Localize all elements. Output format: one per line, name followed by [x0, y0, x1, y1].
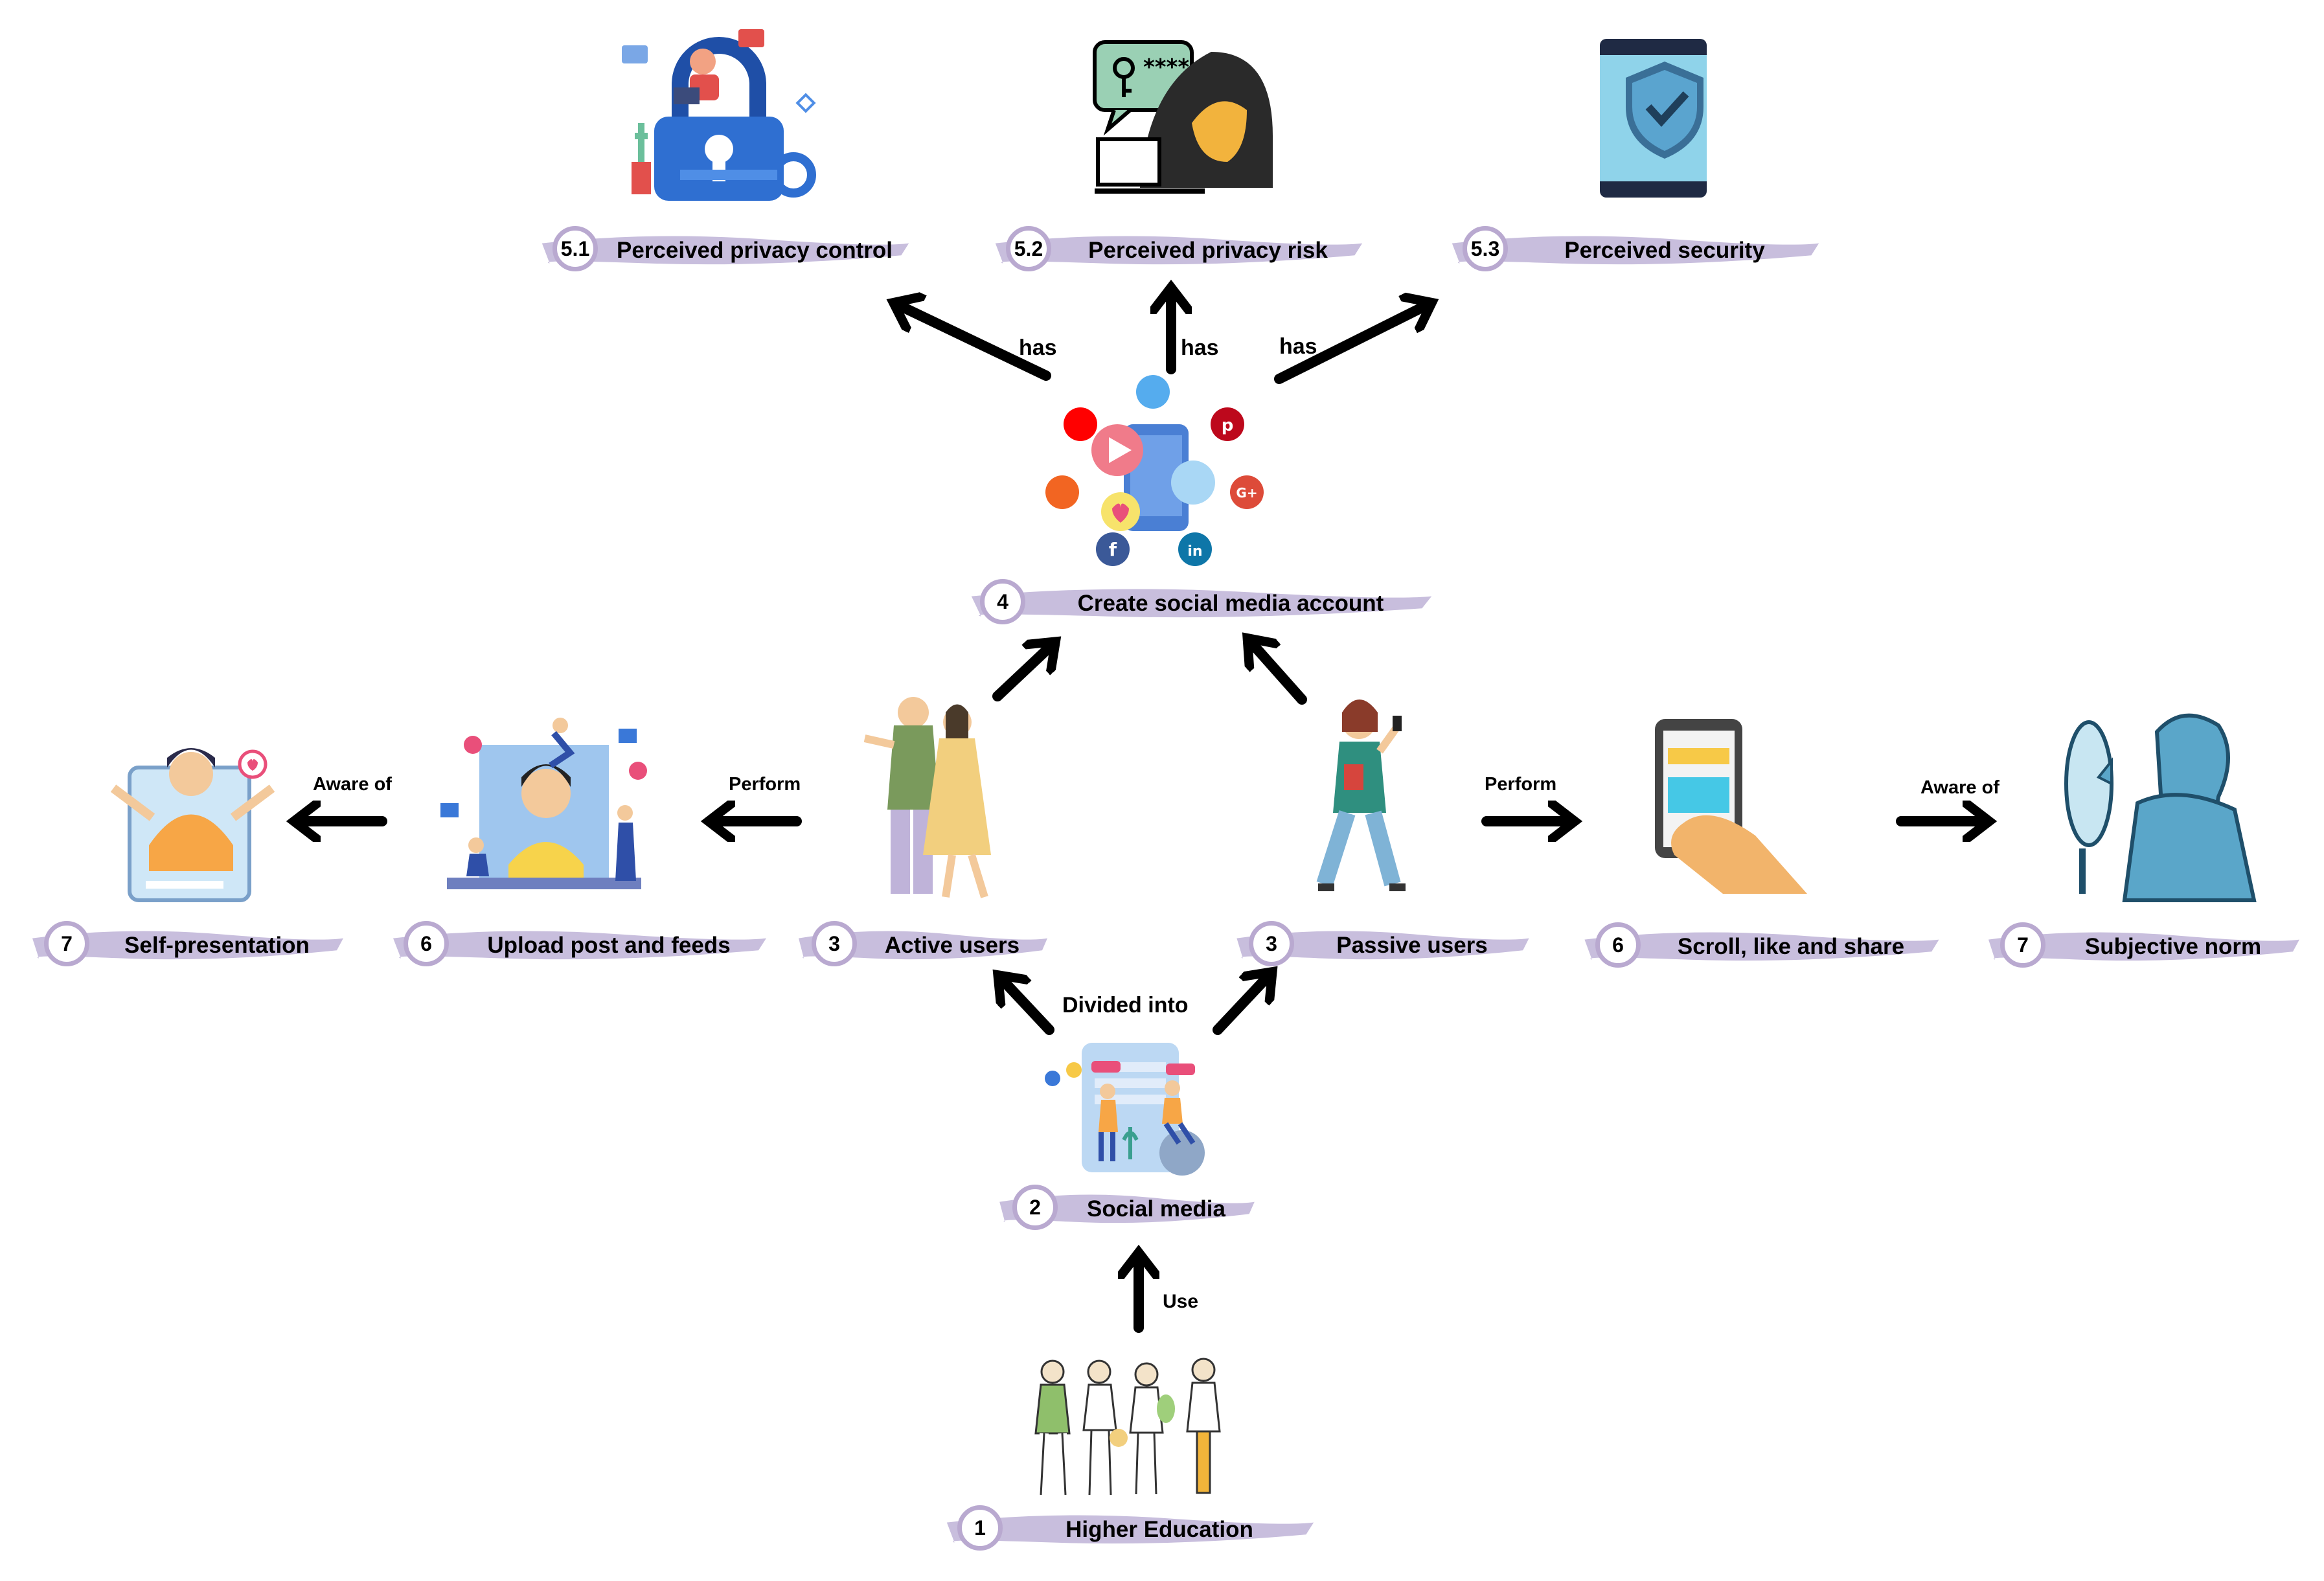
node-number: 6	[404, 921, 449, 966]
node-privacy-risk: 5.2 Perceived privacy risk	[988, 223, 1370, 283]
arrow-divided-active	[1001, 978, 1054, 1035]
scroll-like-share-illustration	[1655, 719, 1807, 894]
node-privacy-control: 5.1 Perceived privacy control	[534, 223, 917, 283]
node-number: 5.1	[553, 226, 598, 271]
relation-use: Use	[1163, 1291, 1199, 1312]
linkedin-icon	[1178, 532, 1212, 566]
node-scroll-like: 6 Scroll, like and share	[1577, 920, 1946, 979]
padlock-illustration	[622, 29, 816, 201]
arrow-divided-passive	[1213, 975, 1270, 1035]
pinterest-icon	[1211, 407, 1244, 441]
twitter-icon	[1136, 375, 1170, 409]
relation-has-risk: has	[1181, 336, 1219, 360]
node-number: 3	[812, 921, 857, 966]
subjective-norm-illustration	[2064, 713, 2257, 902]
students-illustration	[1034, 1358, 1221, 1496]
google-plus-icon	[1230, 475, 1264, 509]
relation-perform-right: Perform	[1485, 774, 1557, 795]
node-number: 3	[1249, 921, 1294, 966]
upload-post-illustration	[440, 718, 647, 889]
arrows	[298, 291, 1985, 1333]
node-text: Scroll, like and share	[1677, 934, 1905, 959]
relation-divided-into: Divided into	[1062, 993, 1189, 1018]
active-users-illustration	[863, 697, 991, 898]
arrow-passive-to-account	[1250, 641, 1307, 705]
node-passive-users: 3 Passive users	[1231, 918, 1535, 978]
arrow-active-to-account	[992, 644, 1053, 701]
relation-has-security: has	[1279, 334, 1317, 359]
svg-text:G+: G+	[1236, 485, 1257, 501]
node-text: Upload post and feeds	[487, 933, 731, 958]
svg-text:p: p	[1222, 416, 1234, 435]
node-higher-education: 1 Higher Education	[939, 1503, 1321, 1562]
node-number: 1	[957, 1505, 1003, 1551]
self-presentation-illustration	[110, 748, 275, 902]
hacker-illustration: ****	[1093, 40, 1273, 194]
node-number: 2	[1012, 1185, 1058, 1230]
relation-has-control: has	[1019, 336, 1057, 360]
node-self-presentation: 7 Self-presentation	[26, 918, 350, 978]
social-media-hub-illustration: f in G+ p	[1045, 375, 1264, 566]
social-media-illustration	[1045, 1043, 1205, 1176]
node-number: 7	[2000, 922, 2045, 968]
node-text: Self-presentation	[124, 933, 310, 958]
passive-user-illustration	[1316, 700, 1406, 891]
svg-text:f: f	[1109, 539, 1117, 560]
svg-text:in: in	[1187, 543, 1202, 560]
node-number: 6	[1595, 922, 1641, 968]
node-text: Perceived security	[1564, 238, 1765, 263]
relation-aware-left: Aware of	[313, 774, 392, 795]
node-text: Passive users	[1336, 933, 1488, 958]
youtube-icon	[1064, 407, 1097, 441]
node-number: 5.2	[1006, 226, 1051, 271]
node-text: Social media	[1087, 1196, 1225, 1222]
node-number: 7	[44, 921, 89, 966]
relation-aware-right: Aware of	[1920, 777, 1999, 798]
node-text: Active users	[884, 933, 1020, 958]
node-active-users: 3 Active users	[793, 918, 1053, 978]
node-text: Higher Education	[1065, 1517, 1253, 1542]
arrow-has-security	[1274, 304, 1428, 384]
facebook-icon	[1096, 532, 1130, 566]
relation-perform-left: Perform	[729, 774, 801, 795]
arrow-has-control	[897, 304, 1051, 381]
node-text: Perceived privacy control	[616, 238, 893, 263]
node-number: 5.3	[1463, 226, 1508, 271]
node-text: Perceived privacy risk	[1088, 238, 1328, 263]
node-subjective-norm: 7 Subjective norm	[1982, 920, 2306, 979]
node-text: Create social media account	[1077, 591, 1384, 616]
rss-icon	[1045, 475, 1079, 509]
node-number: 4	[980, 579, 1025, 624]
node-security: 5.3 Perceived security	[1444, 223, 1827, 283]
shield-phone-illustration	[1600, 39, 1707, 198]
node-create-account: 4 Create social media account	[962, 576, 1441, 636]
node-social-media: 2 Social media	[994, 1182, 1260, 1242]
node-upload-post: 6 Upload post and feeds	[385, 918, 774, 978]
node-text: Subjective norm	[2084, 934, 2262, 959]
